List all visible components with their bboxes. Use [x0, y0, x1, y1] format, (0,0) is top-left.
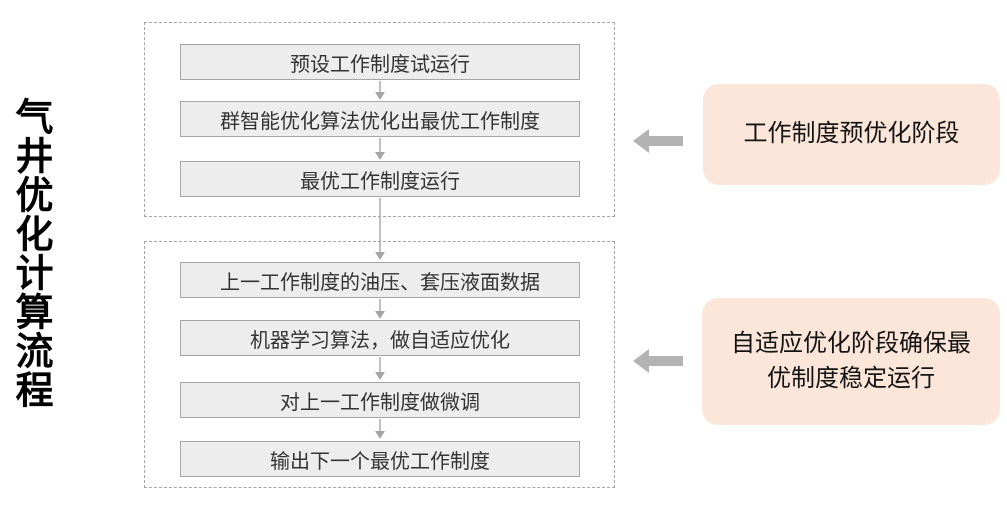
stage2-step-2: 机器学习算法，做自适应优化 — [180, 320, 580, 356]
left-block-arrow-icon — [633, 129, 683, 153]
stage2-step-1: 上一工作制度的油压、套压液面数据 — [180, 262, 580, 298]
stage1-step-2: 群智能优化算法优化出最优工作制度 — [180, 101, 580, 137]
stage1-callout: 工作制度预优化阶段 — [703, 84, 1000, 185]
page-title: 气井优化计算流程 — [9, 97, 52, 409]
stage1-step-1: 预设工作制度试运行 — [180, 44, 580, 80]
stage2-step-3: 对上一工作制度做微调 — [180, 382, 580, 418]
stage1-step-3: 最优工作制度运行 — [180, 161, 580, 197]
stage2-step-4: 输出下一个最优工作制度 — [180, 441, 580, 477]
stage2-callout: 自适应优化阶段确保最优制度稳定运行 — [702, 298, 1000, 425]
left-block-arrow-icon — [633, 349, 683, 373]
